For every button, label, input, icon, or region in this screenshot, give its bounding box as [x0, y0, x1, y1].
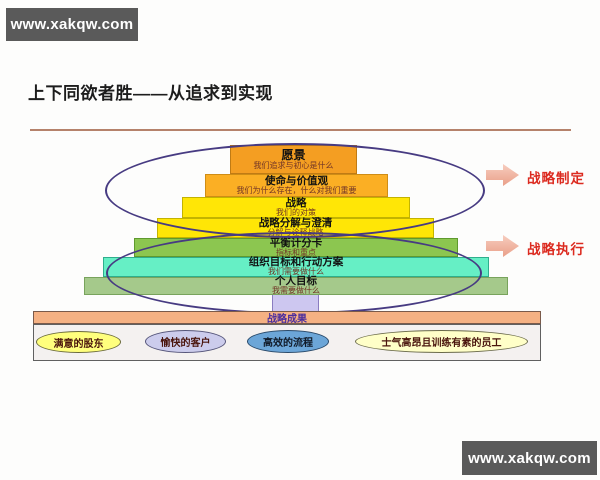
level-subtitle: 指标和重点 — [276, 247, 316, 257]
results-header-label: 战略成果 — [267, 314, 307, 325]
watermark-text: www.xakqw.com — [468, 449, 591, 467]
level-title: 战略 — [285, 196, 307, 209]
page-title: 上下同欲者胜——从追求到实现 — [28, 84, 273, 103]
level-subtitle: 我们为什么存在，什么对我们重要 — [236, 185, 357, 195]
level-subtitle: 我们的对策 — [276, 207, 316, 217]
level-title: 使命与价值观 — [265, 174, 328, 187]
level-title: 组织目标和行动方案 — [248, 256, 344, 269]
title-divider — [30, 129, 571, 131]
result-oval-satisfied-shareholders: 满意的股东 — [36, 331, 121, 353]
level-subtitle: 我们追求与初心是什么 — [253, 161, 334, 171]
level-title: 平衡计分卡 — [269, 236, 323, 249]
level-subtitle: 我们需要做什么 — [268, 267, 324, 277]
pyramid-level-strategy-decomposition: 战略分解与澄清 分解与诠释战略 — [157, 218, 434, 238]
result-oval-happy-customers: 愉快的客户 — [145, 330, 226, 353]
result-oval-motivated-trained-staff: 士气高昂且训练有素的员工 — [355, 330, 528, 353]
watermark-top-left: www.xakqw.com — [6, 8, 138, 41]
right-arrow-icon — [486, 164, 519, 186]
stage-label-strategy-formulation: 战略制定 — [527, 171, 585, 186]
watermark-bottom-right: www.xakqw.com — [462, 441, 597, 475]
level-title: 愿景 — [281, 148, 306, 163]
level-title: 战略分解与澄清 — [258, 217, 333, 230]
stage-label-strategy-execution: 战略执行 — [527, 242, 585, 257]
pyramid-level-org-goals-actions: 组织目标和行动方案 我们需要做什么 — [103, 257, 489, 277]
level-title: 个人目标 — [275, 275, 317, 288]
right-arrow-icon — [486, 235, 519, 257]
pyramid-level-vision: 愿景 我们追求与初心是什么 — [230, 145, 357, 174]
level-subtitle: 我需要做什么 — [272, 286, 320, 296]
pyramid-level-personal-goals: 个人目标 我需要做什么 — [84, 275, 508, 296]
results-header-bar: 战略成果 — [33, 311, 541, 325]
pyramid-level-strategy: 战略 我们的对策 — [182, 197, 410, 218]
result-oval-efficient-processes: 高效的流程 — [247, 330, 329, 353]
pyramid-level-balanced-scorecard: 平衡计分卡 指标和重点 — [134, 236, 458, 257]
pyramid-level-mission-values: 使命与价值观 我们为什么存在，什么对我们重要 — [205, 174, 388, 197]
watermark-text: www.xakqw.com — [10, 16, 134, 33]
